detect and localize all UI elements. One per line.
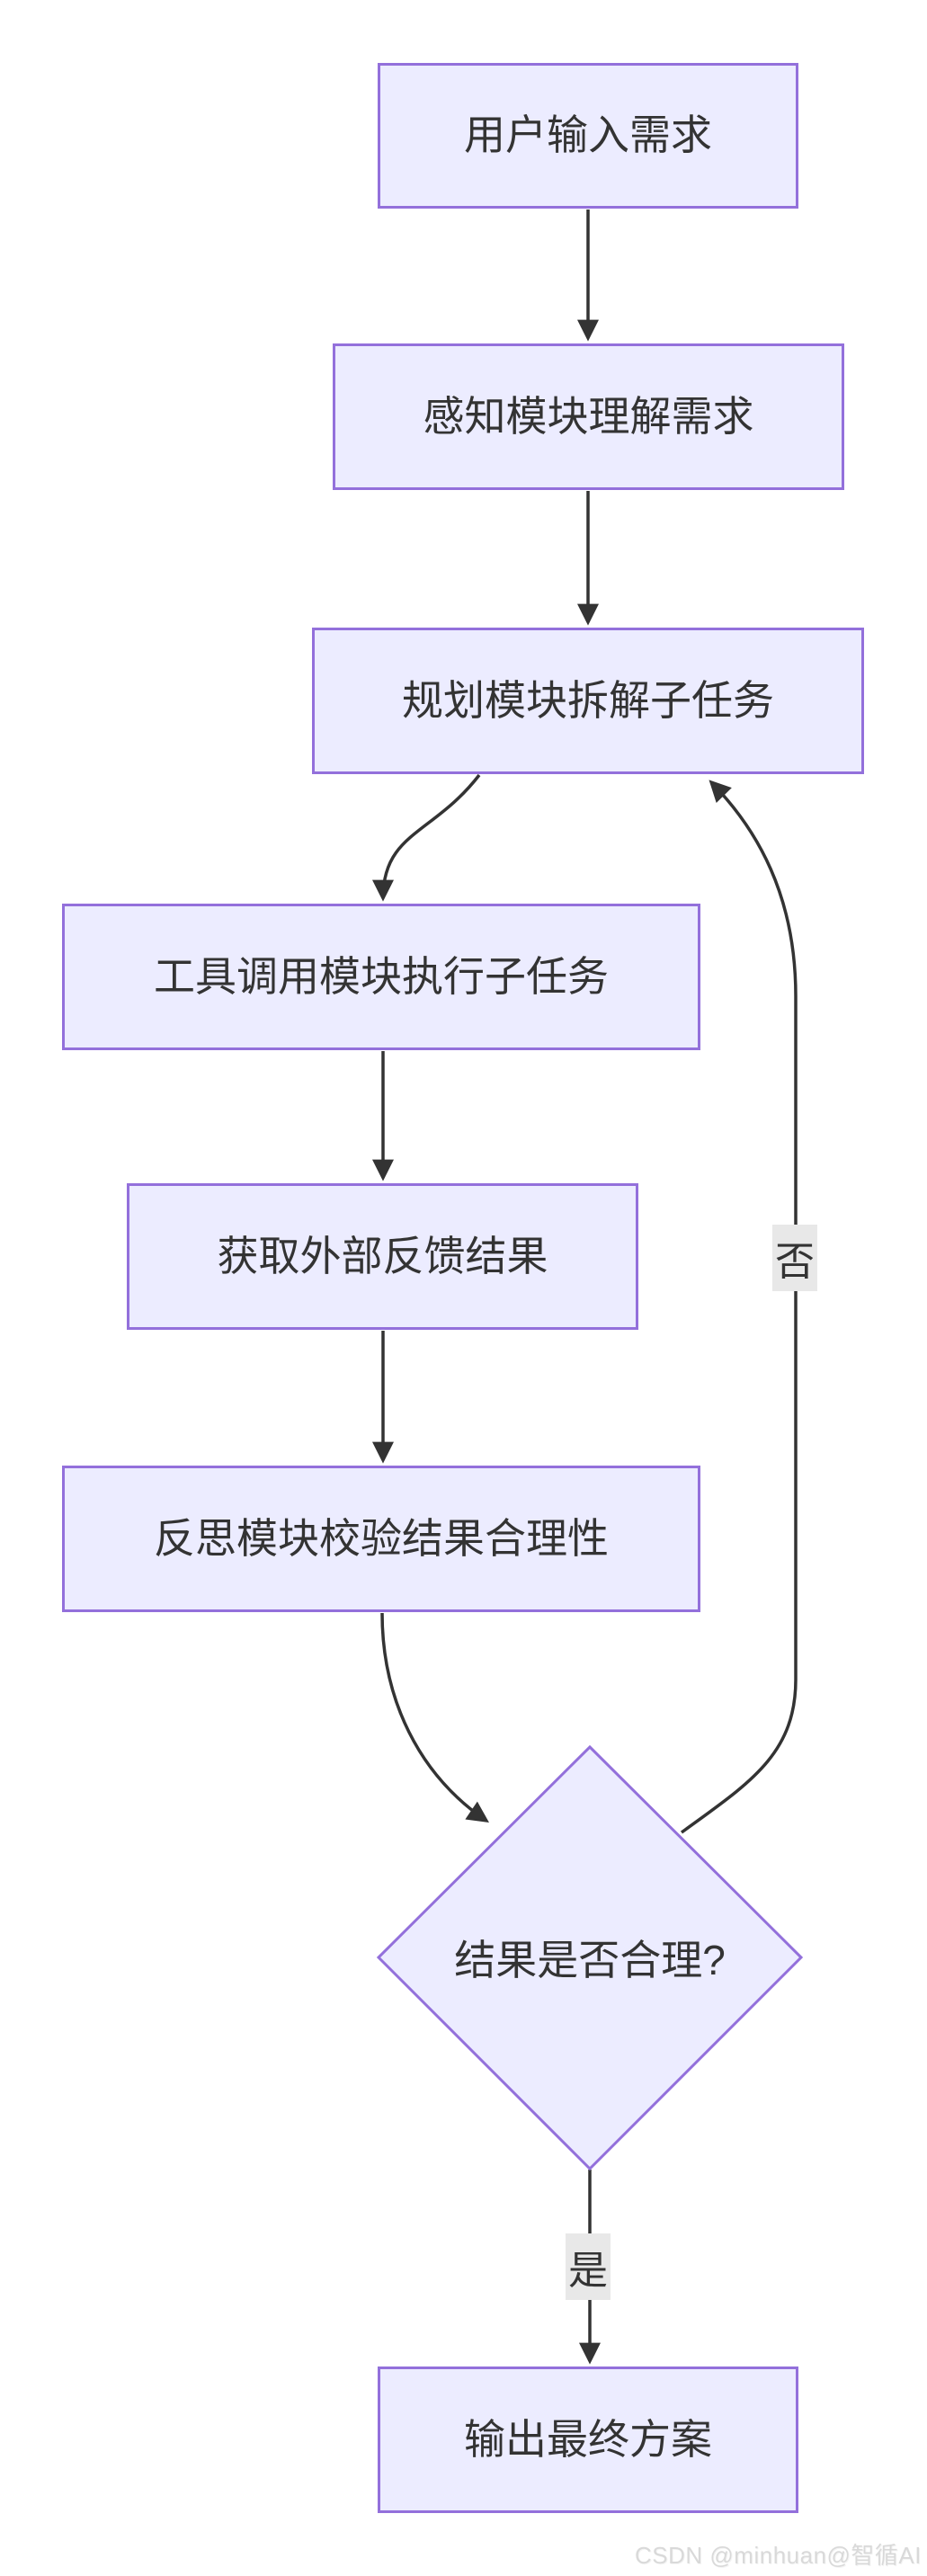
node-final-output: 输出最终方案 — [378, 2367, 798, 2513]
node-reflection: 反思模块校验结果合理性 — [62, 1466, 700, 1612]
edge-reflection-to-decision — [380, 1612, 489, 1823]
node-tool-call: 工具调用模块执行子任务 — [62, 904, 700, 1050]
edge-decision-no-loop — [680, 780, 798, 1834]
csdn-watermark: CSDN @minhuan@智循AI — [635, 2542, 922, 2569]
node-feedback: 获取外部反馈结果 — [127, 1183, 638, 1330]
edge-label-yes: 是 — [566, 2233, 611, 2300]
node-perception: 感知模块理解需求 — [333, 343, 844, 490]
node-planning: 规划模块拆解子任务 — [312, 628, 864, 774]
edge-planning-to-toolcall — [372, 773, 481, 902]
edge-label-no: 否 — [772, 1225, 817, 1291]
decision-diamond-shape — [376, 1744, 804, 2171]
node-user-input: 用户输入需求 — [378, 63, 798, 209]
decision-diamond-label: 结果是否合理? — [454, 1937, 726, 1983]
